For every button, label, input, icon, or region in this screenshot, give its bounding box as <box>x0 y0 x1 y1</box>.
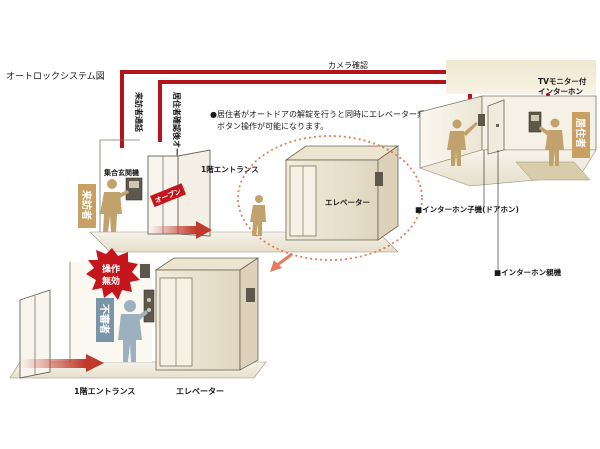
intercom-main-label: ■インターホン親機 <box>494 267 562 277</box>
note-line-1: 居住者がオートドアの解錠を行うと同時にエレベーター乗場の <box>217 109 441 119</box>
note: ●居住者がオートドアの解錠を行うと同時にエレベーター乗場の ボタン操作が可能にな… <box>210 109 441 131</box>
elevator-label-top: エレベーター <box>325 197 370 207</box>
visitor-tag-text: 来訪者 <box>80 189 93 220</box>
panel-label: 集合玄関機 <box>103 168 139 177</box>
intercom-sub-device <box>478 114 485 126</box>
operation-disabled-badge: 操作 無効 <box>86 248 140 300</box>
highlight-circle <box>237 135 423 261</box>
top-entrance-scene: 集合玄関機 来訪者 オープン 1階エントランス <box>78 135 423 272</box>
camera-check-label: カメラ確認 <box>328 60 368 70</box>
elevator-top <box>284 145 400 241</box>
entrance-label-bottom: 1階エントランス <box>74 386 135 396</box>
intruder-tag <box>96 298 114 342</box>
tv-monitor-label-1: TVモニター付 <box>538 76 587 86</box>
resident-tag-text: 居住者 <box>574 118 587 148</box>
note-line-2: ボタン操作が可能になります。 <box>217 121 328 131</box>
bottom-entrance-scene: 不審者 操作 無効 <box>9 248 267 379</box>
diagram-title: オートロックシステム図 <box>6 71 105 82</box>
disabled-line-1: 操作 <box>102 263 120 275</box>
visitor-call-label: 来訪者通話 <box>134 91 144 132</box>
resident-unlock-label: 居住者確認後オートロック解錠 <box>172 92 182 205</box>
resident-unit-scene: 居住者 TVモニター付 インターホン <box>419 60 597 270</box>
entrance-label-top: 1階エントランス <box>201 164 259 174</box>
open-tag <box>150 183 187 208</box>
resident-person-top <box>250 195 266 236</box>
tv-monitor-label-2: インターホン <box>538 86 583 96</box>
svg-text:●居住者がオートドアの解錠を行うと同時にエレベーター乗場の: ●居住者がオートドアの解錠を行うと同時にエレベーター乗場の <box>210 109 441 119</box>
visitor-call-label-group: 来訪者通話 <box>134 91 144 132</box>
disabled-line-2: 無効 <box>102 275 120 287</box>
elevator-call-panel <box>143 289 155 323</box>
resident-inside <box>539 118 564 166</box>
resident-tag <box>572 112 590 158</box>
elevator-label-bottom: エレベーター <box>176 386 224 396</box>
intruder-tag-text: 不審者 <box>98 304 111 334</box>
entrance-arrow-top <box>150 221 212 239</box>
note-bullet: ● <box>210 110 217 119</box>
visitor-person-top <box>100 179 129 232</box>
entrance-arrow-bottom <box>20 354 104 372</box>
visitor-at-door <box>447 119 478 166</box>
zoom-arrow <box>270 252 293 272</box>
intercom-sub-label: ■インターホン子機(ドアホン) <box>415 204 519 214</box>
resident-unlock-label-group: 居住者確認後オートロック解錠 <box>172 92 182 205</box>
visitor-tag <box>78 184 96 228</box>
intruder-person <box>118 300 148 362</box>
